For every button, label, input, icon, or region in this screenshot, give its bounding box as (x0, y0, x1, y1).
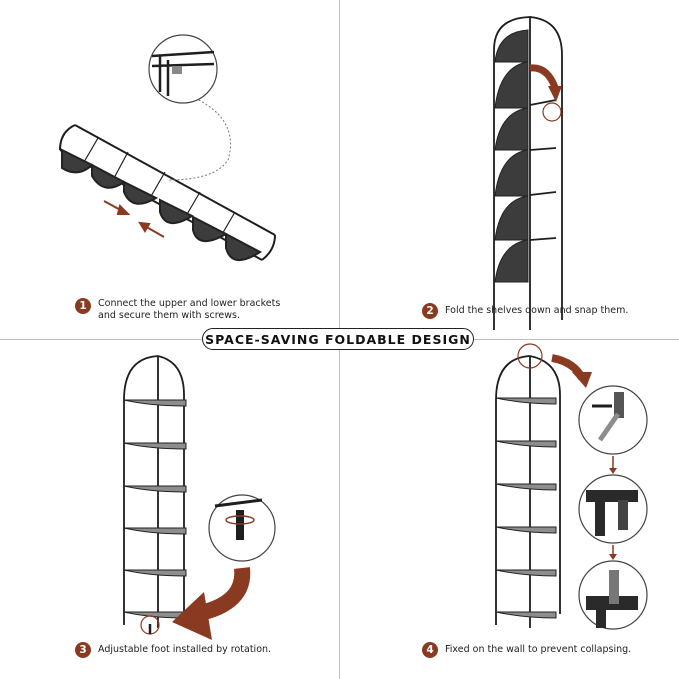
step-number-badge: 3 (75, 642, 91, 658)
panel1-rack-illustration (59, 124, 276, 261)
step-number-badge: 1 (75, 298, 91, 314)
panel3-rotate-arrow (172, 567, 251, 640)
panel4-detail-circles (578, 385, 648, 630)
panel2-rack-illustration (493, 16, 563, 330)
step-3: 3 Adjustable foot installed by rotation. (75, 642, 271, 658)
panel2-fold-arrow (529, 64, 562, 122)
panel4-callout (517, 343, 592, 388)
step-caption: Connect the upper and lower brackets and… (98, 298, 280, 322)
step-4: 4 Fixed on the wall to prevent collapsin… (422, 642, 631, 658)
step-caption-line: Fixed on the wall to prevent collapsing. (445, 644, 632, 655)
panel3-shelves (123, 399, 187, 619)
section-title: SPACE-SAVING FOLDABLE DESIGN (202, 328, 474, 350)
panel3-zoom-detail (140, 494, 276, 635)
panel1-connect-arrows (103, 200, 165, 238)
step-caption-line: Connect the upper and lower brackets (98, 298, 281, 309)
panel4-shelves (495, 397, 557, 619)
step-number-badge: 4 (422, 642, 438, 658)
step-caption: Fold the shelves down and snap them. (445, 303, 628, 317)
step-number-badge: 2 (422, 303, 438, 319)
step-caption: Fixed on the wall to prevent collapsing. (445, 642, 631, 656)
step-2: 2 Fold the shelves down and snap them. (422, 303, 628, 319)
step-1: 1 Connect the upper and lower brackets a… (75, 298, 280, 322)
step-caption: Adjustable foot installed by rotation. (98, 642, 271, 656)
panel1-zoom-detail (148, 34, 232, 181)
step-caption-line: and secure them with screws. (98, 310, 240, 321)
panel4-rack-illustration (495, 355, 561, 628)
panel2-shelves (494, 29, 529, 283)
step-caption-line: Fold the shelves down and snap them. (445, 305, 629, 316)
step-caption-line: Adjustable foot installed by rotation. (98, 644, 272, 655)
